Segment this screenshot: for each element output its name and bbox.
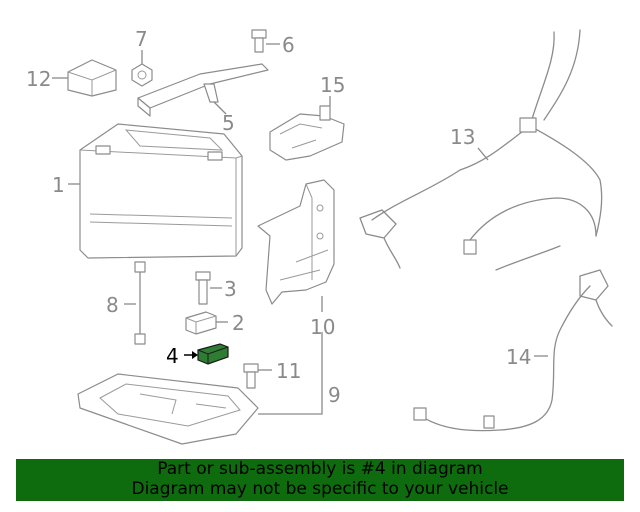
callout-11[interactable]: 11 xyxy=(276,359,301,383)
part-5-holddown-bar[interactable] xyxy=(137,63,269,117)
part-9-tray[interactable] xyxy=(77,373,259,445)
banner-line-1: Part or sub-assembly is #4 in diagram xyxy=(157,459,483,479)
part-13-harness[interactable] xyxy=(359,29,603,271)
banner-line-2: Diagram may not be specific to your vehi… xyxy=(131,479,509,499)
leader-5 xyxy=(213,101,227,115)
part-2-clamp[interactable] xyxy=(185,311,217,335)
callout-15[interactable]: 15 xyxy=(320,73,345,97)
callout-5[interactable]: 5 xyxy=(222,111,235,135)
callout-4[interactable]: 4 xyxy=(166,344,179,368)
arrow-icon xyxy=(192,351,198,359)
part-12-cover[interactable] xyxy=(67,59,117,97)
callout-3[interactable]: 3 xyxy=(224,277,237,301)
part-1-battery[interactable] xyxy=(79,123,243,259)
leader-9 xyxy=(258,332,323,415)
part-6-bolt[interactable] xyxy=(251,29,267,53)
callout-7[interactable]: 7 xyxy=(135,27,148,51)
info-banner: Part or sub-assembly is #4 in diagram Di… xyxy=(16,459,624,501)
part-15-sensor-block[interactable] xyxy=(269,105,345,161)
part-14-cable[interactable] xyxy=(413,269,613,432)
callout-2[interactable]: 2 xyxy=(232,311,245,335)
part-11-bolt[interactable] xyxy=(243,363,259,389)
callout-6[interactable]: 6 xyxy=(282,33,295,57)
callout-9[interactable]: 9 xyxy=(328,383,341,407)
part-4-clip-highlighted[interactable] xyxy=(197,343,229,365)
part-8-rod[interactable] xyxy=(134,261,146,345)
callout-10[interactable]: 10 xyxy=(310,315,335,339)
parts-diagram: 12 7 6 5 1 8 3 xyxy=(26,27,613,445)
callout-14[interactable]: 14 xyxy=(506,345,531,369)
part-10-bracket[interactable] xyxy=(257,179,335,305)
part-3-bolt[interactable] xyxy=(195,271,211,305)
callout-1[interactable]: 1 xyxy=(52,173,65,197)
callout-12[interactable]: 12 xyxy=(26,67,51,91)
leader-13 xyxy=(477,147,489,161)
callout-8[interactable]: 8 xyxy=(106,293,119,317)
callout-13[interactable]: 13 xyxy=(450,125,475,149)
part-7-nut[interactable] xyxy=(131,63,153,87)
